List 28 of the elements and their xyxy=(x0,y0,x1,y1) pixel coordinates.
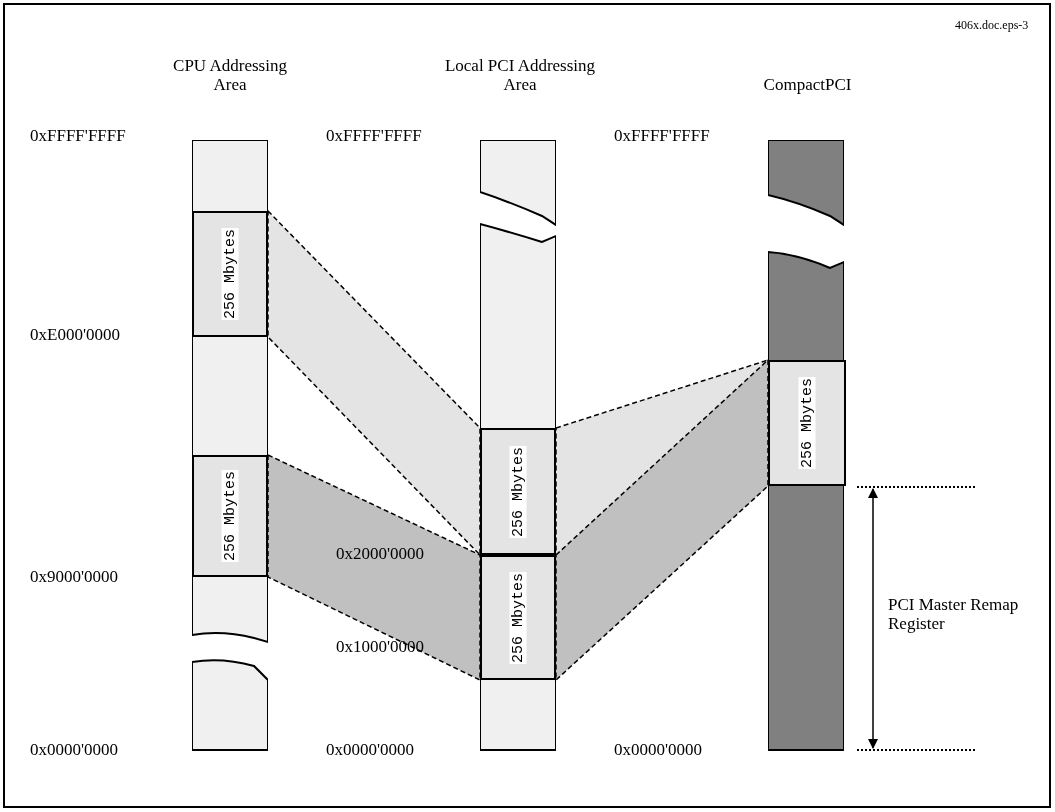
memory-block xyxy=(480,555,556,680)
address-label: 0x1000'0000 xyxy=(336,637,425,656)
address-label: 0x2000'0000 xyxy=(336,544,425,563)
mapping-band xyxy=(267,453,481,682)
block-size-label: 256 Mbytes xyxy=(509,445,527,538)
memory-block xyxy=(192,211,268,337)
address-label: 0x0000'0000 xyxy=(30,740,119,759)
address-label: 0x0000'0000 xyxy=(326,740,415,759)
memory-block xyxy=(192,455,268,577)
address-label: 0x9000'0000 xyxy=(30,567,119,586)
block-size-label: 256 Mbytes xyxy=(221,228,239,320)
memory-block xyxy=(480,428,556,555)
address-label: 0xFFFF'FFFF xyxy=(614,126,710,145)
block-size-label: 256 Mbytes xyxy=(798,377,816,469)
memory-block xyxy=(768,360,846,486)
block-size-label: 256 Mbytes xyxy=(509,571,527,664)
mapping-band xyxy=(555,358,769,682)
column-heading: CPU Addressing Area xyxy=(172,56,288,95)
block-size-label: 256 Mbytes xyxy=(221,470,239,562)
column-heading: Local PCI Addressing Area xyxy=(443,56,597,95)
address-label: 0xFFFF'FFFF xyxy=(30,126,126,145)
address-label: 0xE000'0000 xyxy=(30,325,120,344)
register-label: PCI Master Remap Register xyxy=(888,595,1020,633)
address-label: 0xFFFF'FFFF xyxy=(326,126,422,145)
file-id-label: 406x.doc.eps-3 xyxy=(955,17,1029,34)
address-label: 0x0000'0000 xyxy=(614,740,703,759)
mapping-band xyxy=(267,209,481,557)
column-heading: CompactPCI xyxy=(762,75,853,95)
